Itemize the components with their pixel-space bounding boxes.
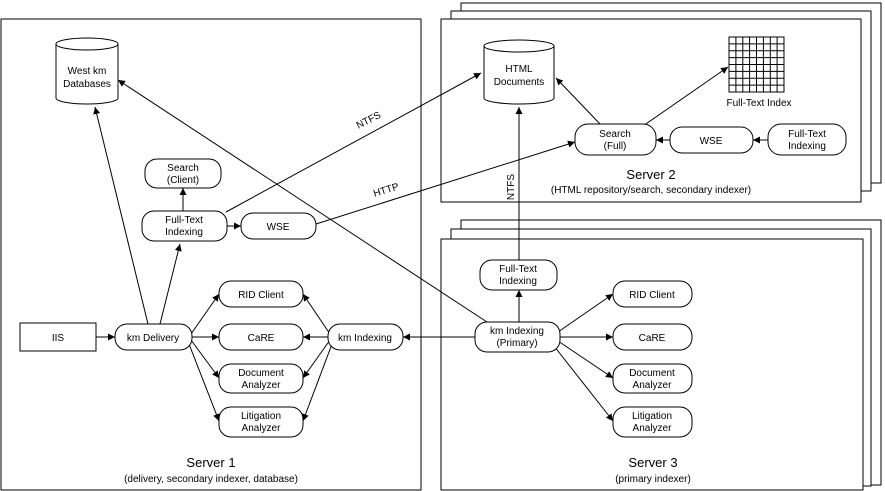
html-documents-cylinder: HTML Documents [483, 39, 555, 105]
fulltext-indexing-s3-label-1: Full-Text [499, 264, 537, 275]
search-full-node: Search (Full) [574, 123, 657, 156]
document-analyzer-s3-node: Document Analyzer [612, 363, 693, 394]
litigation-analyzer-s3-label-2: Analyzer [633, 423, 673, 434]
server2-subtitle: (HTML repository/search, secondary index… [551, 185, 751, 196]
search-full-label-1: Search [599, 129, 631, 140]
west-km-databases-cylinder: West km Databases [55, 37, 119, 105]
server1-title: Server 1 [186, 455, 235, 470]
km-delivery-node: km Delivery [114, 323, 193, 351]
litigation-analyzer-s1-label-1: Litigation [241, 411, 281, 422]
fulltext-indexing-s1-label-2: Indexing [165, 227, 203, 238]
server2-title: Server 2 [626, 167, 675, 182]
litigation-analyzer-s1-label-2: Analyzer [242, 423, 282, 434]
search-client-label-2: (Client) [167, 175, 199, 186]
wse-s2-label: WSE [700, 136, 723, 147]
document-analyzer-s1-label-2: Analyzer [242, 380, 282, 391]
html-documents-label-2: Documents [494, 77, 545, 88]
fulltext-indexing-s2-node: Full-Text Indexing [767, 123, 847, 156]
search-client-node: Search (Client) [144, 158, 222, 189]
care-s1-node: CaRE [218, 323, 304, 351]
fulltext-indexing-s2-label-1: Full-Text [788, 129, 826, 140]
wse-s1-node: WSE [240, 212, 317, 240]
fulltext-index-grid [728, 36, 785, 93]
rid-client-s3-node: RID Client [612, 280, 693, 308]
document-analyzer-s3-label-2: Analyzer [633, 380, 673, 391]
fulltext-indexing-s1-label-1: Full-Text [165, 215, 203, 226]
km-indexing-primary-label-2: (Primary) [496, 338, 537, 349]
west-km-databases-label-2: Databases [63, 79, 111, 90]
html-documents-label-1: HTML [505, 64, 533, 75]
edges [93, 66, 768, 422]
fulltext-indexing-s2-label-2: Indexing [788, 141, 826, 152]
rid-client-s1-label: RID Client [238, 290, 284, 301]
server3-subtitle: (primary indexer) [615, 474, 691, 485]
fulltext-index-label: Full-Text Index [726, 98, 791, 109]
search-client-label-1: Search [167, 163, 199, 174]
care-s3-label: CaRE [639, 333, 666, 344]
west-km-databases-label-1: West km [68, 66, 107, 77]
care-s1-label: CaRE [248, 333, 275, 344]
fulltext-indexing-s3-node: Full-Text Indexing [479, 259, 558, 291]
server3-title: Server 3 [628, 455, 677, 470]
km-indexing-s1-node: km Indexing [327, 323, 404, 351]
document-analyzer-s1-node: Document Analyzer [218, 363, 304, 394]
km-indexing-s1-label: km Indexing [338, 333, 392, 344]
rid-client-s3-label: RID Client [629, 290, 675, 301]
litigation-analyzer-s3-label-1: Litigation [632, 411, 672, 422]
fulltext-indexing-s1-node: Full-Text Indexing [141, 210, 228, 242]
rid-client-s1-node: RID Client [218, 280, 304, 308]
km-delivery-label: km Delivery [127, 333, 179, 344]
document-analyzer-s1-label-1: Document [238, 368, 284, 379]
ntfs-vertical-label: NTFS [506, 174, 517, 200]
document-analyzer-s3-label-1: Document [629, 368, 675, 379]
km-indexing-primary-label-1: km Indexing [490, 326, 544, 337]
iis-label: IIS [52, 333, 65, 344]
wse-s1-label: WSE [267, 222, 290, 233]
iis-node: IIS [19, 322, 97, 352]
km-indexing-primary-node: km Indexing (Primary) [474, 321, 561, 353]
care-s3-node: CaRE [612, 323, 693, 351]
search-full-label-2: (Full) [604, 141, 627, 152]
wse-s2-node: WSE [669, 126, 754, 154]
fulltext-indexing-s3-label-2: Indexing [499, 276, 537, 287]
litigation-analyzer-s1-node: Litigation Analyzer [218, 406, 304, 438]
server1-subtitle: (delivery, secondary indexer, database) [124, 474, 298, 485]
litigation-analyzer-s3-node: Litigation Analyzer [612, 406, 693, 438]
